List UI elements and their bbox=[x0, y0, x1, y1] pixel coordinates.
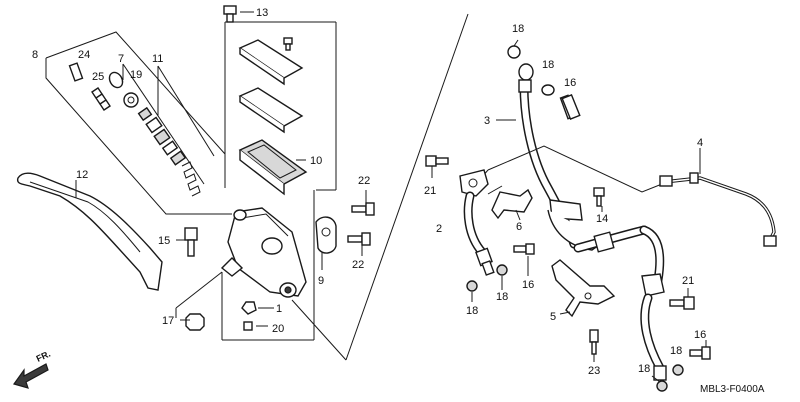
callout-9: 9 bbox=[318, 275, 324, 287]
callout-20: 20 bbox=[272, 323, 284, 335]
callout-18-right: 18 bbox=[670, 345, 682, 357]
callout-19: 19 bbox=[130, 69, 142, 81]
callout-14: 14 bbox=[596, 213, 608, 225]
master-cylinder-body bbox=[220, 207, 307, 331]
callout-17: 17 bbox=[162, 315, 174, 327]
callout-22-bottom: 22 bbox=[352, 259, 364, 271]
callout-15: 15 bbox=[158, 235, 170, 247]
callout-11: 11 bbox=[152, 53, 163, 65]
callout-25: 25 bbox=[92, 71, 104, 83]
brake-pipe bbox=[659, 148, 777, 247]
callout-18-top: 18 bbox=[512, 23, 524, 35]
lower-right-brake-hose bbox=[551, 225, 711, 392]
callout-7: 7 bbox=[118, 53, 124, 65]
callout-18-upper: 18 bbox=[542, 59, 554, 71]
front-direction-arrow: FR. bbox=[13, 349, 52, 389]
callout-1: 1 bbox=[276, 303, 282, 315]
callout-22-top: 22 bbox=[358, 175, 370, 187]
callout-6: 6 bbox=[516, 221, 522, 233]
callout-10: 10 bbox=[310, 155, 322, 167]
reservoir-cap-assembly bbox=[223, 5, 308, 196]
callout-18-bottom: 18 bbox=[638, 363, 650, 375]
hose-joint bbox=[547, 187, 649, 253]
callout-3: 3 bbox=[484, 115, 490, 127]
lower-left-brake-hose bbox=[425, 94, 581, 302]
pipe-reference-frame bbox=[475, 145, 663, 195]
callout-5: 5 bbox=[550, 311, 556, 323]
callout-13: 13 bbox=[256, 7, 268, 19]
holder-bracket bbox=[315, 190, 375, 270]
piston-assembly bbox=[68, 62, 215, 197]
pivot-bolt bbox=[176, 227, 205, 331]
callout-18-center: 18 bbox=[496, 291, 508, 303]
callout-8: 8 bbox=[32, 49, 38, 61]
callout-21-left: 21 bbox=[424, 185, 436, 197]
callout-21-right: 21 bbox=[682, 275, 694, 287]
callout-labels: 1 2 3 4 5 6 7 8 9 10 11 12 13 14 15 16 1… bbox=[32, 7, 706, 377]
callout-4: 4 bbox=[697, 137, 703, 149]
callout-16-center: 16 bbox=[522, 279, 534, 291]
callout-16-top: 16 bbox=[564, 77, 576, 89]
master-cylinder-frame bbox=[45, 13, 469, 361]
callout-2: 2 bbox=[436, 223, 442, 235]
callout-12: 12 bbox=[76, 169, 88, 181]
brake-lever bbox=[16, 172, 163, 291]
callout-24: 24 bbox=[78, 49, 90, 61]
callout-18-left: 18 bbox=[466, 305, 478, 317]
callout-16-right: 16 bbox=[694, 329, 706, 341]
callout-23: 23 bbox=[588, 365, 600, 377]
diagram-code: MBL3-F0400A bbox=[700, 384, 765, 395]
front-direction-label: FR. bbox=[35, 349, 52, 364]
